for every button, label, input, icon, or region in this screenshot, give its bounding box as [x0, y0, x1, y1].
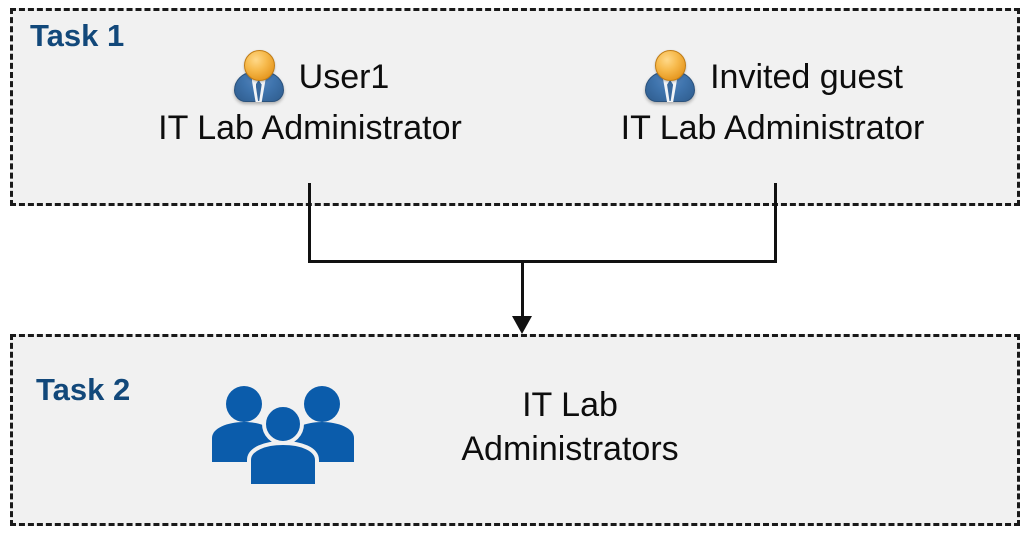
task-1-box — [10, 8, 1020, 206]
single-user-icon — [642, 50, 698, 104]
user-icon-head — [655, 50, 687, 81]
user-icon-tie — [255, 80, 262, 101]
connector-right-vertical — [774, 183, 777, 263]
connector-horizontal — [308, 260, 777, 263]
person-guest-name: Invited guest — [710, 58, 903, 96]
user-icon-tie — [667, 80, 674, 101]
connector-down-stem — [521, 260, 524, 322]
task-2-label: Task 2 — [36, 372, 131, 407]
person-guest-row: Invited guest — [585, 50, 960, 104]
person-entry-invited-guest: Invited guest IT Lab Administrator — [585, 50, 960, 150]
user-group-icon — [208, 380, 358, 490]
person-user1-role: IT Lab Administrator — [158, 109, 462, 147]
group-name: IT Lab Administrators — [380, 383, 760, 471]
single-user-icon — [231, 50, 287, 104]
group-name-line-1: IT Lab — [522, 386, 618, 424]
group-name-line-2: Administrators — [461, 430, 679, 468]
person-entry-user1: User1 IT Lab Administrator — [130, 50, 490, 150]
person-user1-row: User1 — [130, 50, 490, 104]
person-user1-name: User1 — [298, 58, 390, 96]
task-2-box — [10, 334, 1020, 526]
task-1-label: Task 1 — [30, 18, 125, 53]
user-icon-head — [243, 50, 275, 81]
user-group-icon-svg — [212, 386, 354, 488]
arrow-down-icon — [512, 316, 532, 334]
connector-left-vertical — [308, 183, 311, 263]
person-guest-role: IT Lab Administrator — [620, 109, 925, 147]
